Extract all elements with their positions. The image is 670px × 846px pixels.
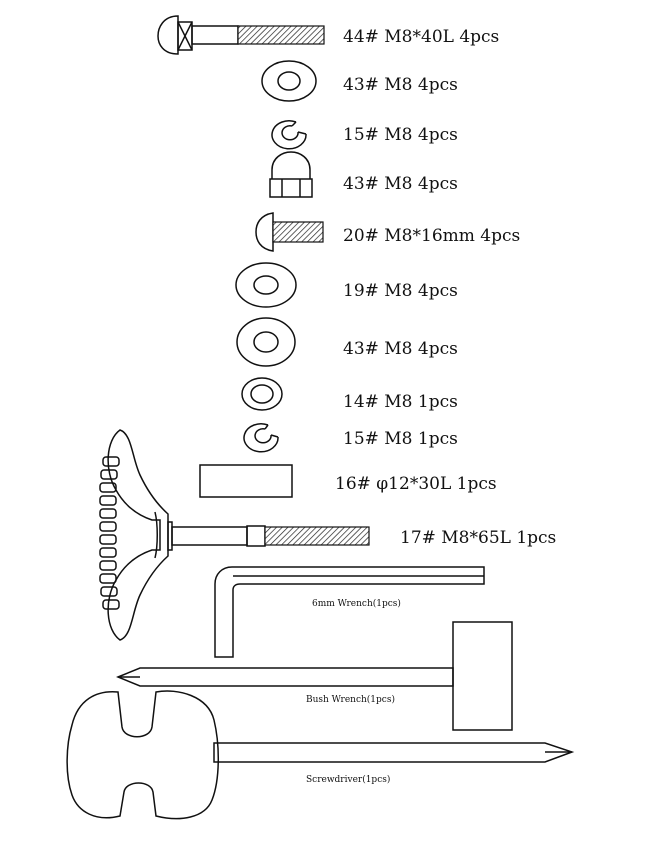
carriage-bolt-drawing	[157, 15, 325, 55]
part-label-43b: 43# M8 4pcs	[343, 174, 458, 194]
part-label-20: 20# M8*16mm 4pcs	[343, 226, 520, 246]
washer-icon	[261, 60, 317, 102]
tool-label-allen: 6mm Wrench(1pcs)	[312, 598, 401, 609]
tool-label-wrench: Bush Wrench(1pcs)	[306, 694, 395, 705]
washer-icon	[235, 262, 297, 308]
knob-bolt-icon	[99, 429, 370, 641]
allen-wrench-icon	[214, 566, 485, 658]
washer-icon	[236, 317, 296, 367]
part-label-16: 16# φ12*30L 1pcs	[335, 474, 497, 494]
washer-icon	[241, 377, 283, 411]
spacer-icon	[199, 464, 293, 498]
bush-wrench-icon	[116, 621, 513, 731]
part-label-19: 19# M8 4pcs	[343, 281, 458, 301]
spring-washer-icon	[271, 120, 307, 150]
part-label-17: 17# M8*65L 1pcs	[400, 528, 556, 548]
button-bolt-icon	[255, 212, 324, 252]
part-label-44: 44# M8*40L 4pcs	[343, 27, 499, 47]
tool-label-screwdriver: Screwdriver(1pcs)	[306, 774, 390, 785]
screwdriver-icon	[66, 690, 575, 820]
spring-washer-icon	[243, 423, 279, 453]
cap-nut-icon	[269, 151, 313, 198]
part-label-15b: 15# M8 1pcs	[343, 429, 458, 449]
part-label-43a: 43# M8 4pcs	[343, 75, 458, 95]
part-label-15a: 15# M8 4pcs	[343, 125, 458, 145]
part-label-14: 14# M8 1pcs	[343, 392, 458, 412]
part-label-43c: 43# M8 4pcs	[343, 339, 458, 359]
